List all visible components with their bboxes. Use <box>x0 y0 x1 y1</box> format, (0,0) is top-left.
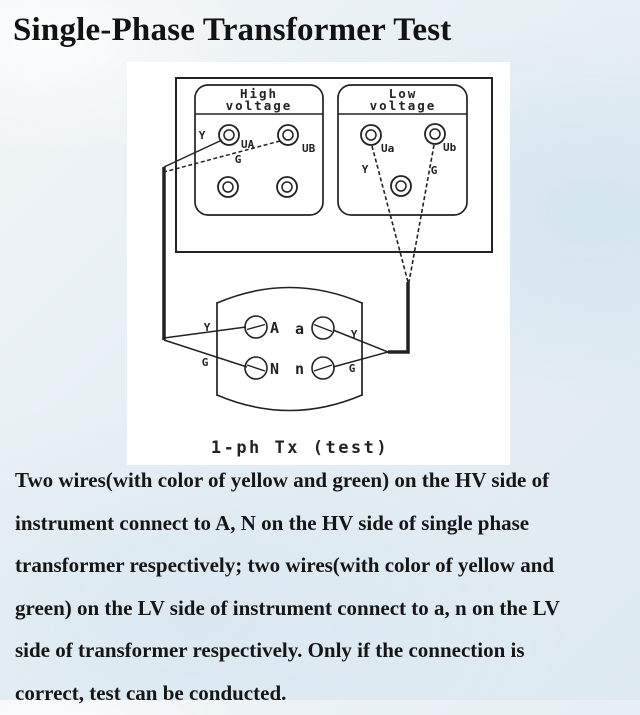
description-line: green) on the LV side of instrument conn… <box>15 595 560 620</box>
tx-label-a: a <box>295 320 304 338</box>
hv-title-line2: voltage <box>226 98 293 113</box>
lv-terminal-bottom <box>390 175 412 197</box>
lv-terminal-ub <box>424 123 446 145</box>
tx-label-right-y: Y <box>351 328 358 341</box>
hv-wires <box>162 139 281 368</box>
wire-green-hv-upper <box>163 140 281 173</box>
description-line: Two wires(with color of yellow and green… <box>15 468 550 492</box>
hv-label-ua: UA <box>241 138 255 151</box>
wire-yellow-to-A <box>163 326 247 339</box>
tx-label-left-y: Y <box>204 321 211 334</box>
description-line: correct, test can be conducted. <box>15 680 287 705</box>
wire-yellow-to-a <box>332 329 389 353</box>
tx-label-N: N <box>270 360 279 378</box>
diagram-panel: High voltage Y UA UB G Low voltage <box>127 62 510 465</box>
hv-title-line1: High <box>240 86 278 101</box>
wiring-diagram: High voltage Y UA UB G Low voltage <box>162 77 493 458</box>
lv-terminal-ua <box>360 124 382 146</box>
diagram-caption: 1-ph Tx (test) <box>211 438 389 458</box>
wire-green-to-N <box>163 339 248 368</box>
tx-label-left-g: G <box>202 356 209 369</box>
hv-label-y: Y <box>199 129 206 142</box>
description-line: instrument connect to A, N on the HV sid… <box>15 510 530 535</box>
lv-label-ub: Ub <box>443 141 457 154</box>
wire-yellow-hv-upper <box>163 139 223 168</box>
lv-section: Low voltage Ua Ub Y G <box>337 84 468 216</box>
lv-title-line1: Low <box>389 86 418 101</box>
wire-yellow-lv-upper <box>371 145 409 283</box>
lv-title-line2: voltage <box>370 98 437 113</box>
wire-lv-trunk <box>388 282 410 354</box>
wire-green-lv-upper <box>408 144 435 283</box>
lv-label-ua: Ua <box>381 142 394 155</box>
hv-terminal-bottom-right <box>276 176 298 198</box>
description-line: transformer respectively; two wires(with… <box>15 553 555 578</box>
hv-label-g: G <box>235 153 242 166</box>
tx-label-A: A <box>270 319 279 337</box>
tx-terminal-A <box>244 315 268 339</box>
hv-terminal-ub <box>277 124 299 146</box>
instrument-outline <box>175 77 493 253</box>
lv-label-g: G <box>431 164 438 177</box>
tx-label-right-g: G <box>349 362 356 375</box>
hv-terminal-bottom-left <box>217 176 239 198</box>
tx-terminal-N <box>244 356 268 380</box>
hv-section: High voltage Y UA UB G <box>194 84 324 216</box>
lv-label-y: Y <box>362 163 369 176</box>
hv-label-ub: UB <box>302 142 316 155</box>
description-paragraph: Two wires(with color of yellow and green… <box>15 459 630 715</box>
hv-terminal-ua <box>218 124 240 146</box>
tx-terminal-n <box>311 356 335 380</box>
tx-terminal-a <box>311 316 335 340</box>
page-title: Single-Phase Transformer Test <box>13 12 452 48</box>
transformer-terminals <box>244 315 335 380</box>
tx-label-n: n <box>295 360 304 378</box>
wire-green-to-n <box>332 351 389 368</box>
lv-wires <box>332 144 435 368</box>
description-line: side of transformer respectively. Only i… <box>15 638 525 663</box>
transformer-body <box>216 286 363 412</box>
